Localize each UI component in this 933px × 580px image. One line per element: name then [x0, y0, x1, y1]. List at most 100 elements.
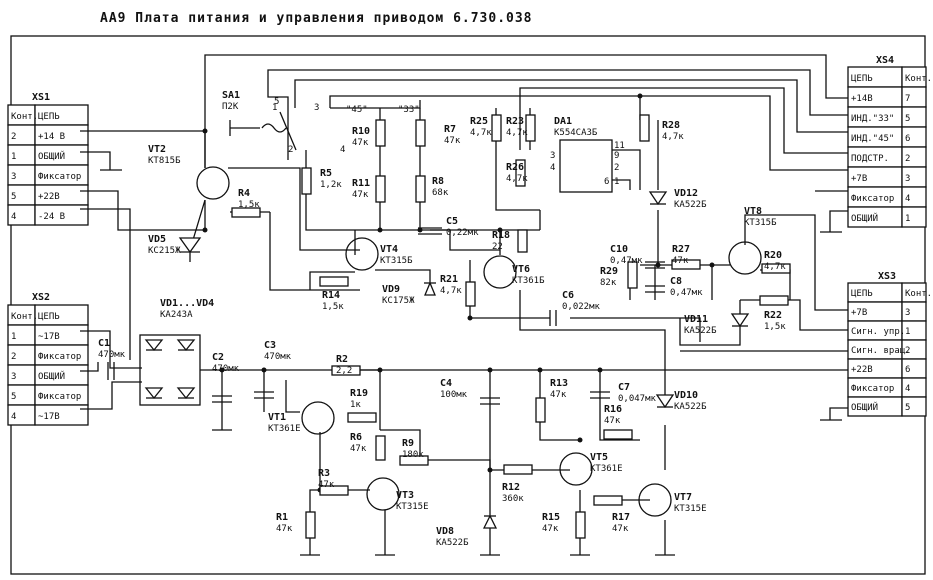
component-value: 47к: [550, 390, 567, 400]
component-value: 47к: [444, 136, 461, 146]
component-value: КТ315Е: [396, 502, 429, 512]
component-r5: R51,2к: [320, 168, 342, 190]
xs1-cell: 3: [11, 172, 16, 182]
component-name: C5: [446, 216, 458, 227]
da1-pin: 2: [614, 163, 619, 173]
wire-r13: [539, 370, 580, 441]
sa1-pin: 4: [340, 145, 345, 155]
wire-m24: [80, 208, 131, 360]
component-name: R1: [276, 512, 288, 523]
wire-r12: [420, 459, 510, 471]
da1-pin: 9: [614, 151, 619, 161]
xs1-cell: +14 В: [38, 132, 65, 142]
xs3-cell: 6: [905, 365, 910, 375]
component-value: КА522Б: [674, 200, 707, 210]
switch-mark-33: "33": [398, 105, 420, 115]
component-value: 4,7к: [470, 128, 492, 138]
wire-vt1-b: [285, 380, 300, 413]
component-name: R15: [542, 512, 560, 523]
component-name: C2: [212, 352, 224, 363]
component-value: 82к: [600, 278, 617, 288]
component-name: VT7: [674, 492, 692, 503]
xs2-cell: ~17В: [38, 332, 60, 342]
xs1-cell: ЦЕПЬ: [38, 112, 60, 122]
component-value: 0,47мк: [610, 256, 643, 266]
component-name: C4: [440, 378, 452, 389]
xs3-cell: +7В: [851, 308, 867, 318]
component-value: 47к: [672, 256, 689, 266]
xs3-cell: Фиксатор: [851, 384, 894, 394]
component-value: 47к: [352, 138, 369, 148]
component-value: КА522Б: [436, 538, 469, 548]
component-name: R25: [470, 116, 488, 127]
xs4-cell: ОБЩИЙ: [851, 212, 878, 224]
xs1-cell: 5: [11, 192, 16, 202]
xs1-cell: 4: [11, 212, 16, 222]
xs1-row: 3 Фиксатор: [7, 164, 89, 186]
xs3-cell: Сигн. вращ.: [851, 346, 911, 356]
component-name: R12: [502, 482, 520, 493]
component-value: 4,7к: [506, 128, 528, 138]
xs1-cell: Фиксатор: [38, 172, 81, 182]
xs2-row: 1~17В: [7, 324, 89, 346]
component-value: 4,7к: [440, 286, 462, 296]
component-value: 47к: [542, 524, 559, 534]
wire-14v: [204, 54, 848, 168]
component-value: КТ815Б: [148, 156, 181, 166]
component-value: 47к: [318, 480, 335, 490]
wire-r25: [495, 108, 540, 211]
sa1-contact: [279, 111, 297, 151]
component-value: 47к: [350, 444, 367, 454]
da1-pin: 6: [604, 177, 609, 187]
component-value: 47к: [604, 416, 621, 426]
xs1-header: Конт.ЦЕПЬ: [7, 104, 89, 126]
xs3-cell: 1: [905, 327, 910, 337]
xs4-row: ПОДСТР.2: [847, 146, 927, 168]
component-value: КТ361Б: [512, 276, 545, 286]
component-name: R17: [612, 512, 630, 523]
component-name: R27: [672, 244, 690, 255]
xs4-cell: 7: [905, 94, 910, 104]
sa1-pin: 5: [274, 97, 279, 107]
sa1-pin: 2: [288, 145, 293, 155]
component-value: 1,2к: [320, 180, 342, 190]
xs3-label: XS3: [878, 271, 896, 282]
component-name: VT6: [512, 264, 530, 275]
xs1-row: 2+14 В: [7, 124, 89, 146]
component-name: VT1: [268, 412, 286, 423]
component-value: 100мк: [440, 390, 468, 400]
component-value: КС215Ж: [148, 246, 181, 256]
capacitor-symbols: [107, 227, 665, 405]
xs4-row: ИНД."33"5: [847, 106, 927, 128]
component-name: C10: [610, 244, 628, 255]
xs2-cell: Фиксатор: [38, 352, 81, 362]
xs3-cell: Конт.: [905, 289, 932, 299]
component-name: R6: [350, 432, 362, 443]
xs4-cell: 6: [905, 134, 910, 144]
xs3-row: Сигн. упр.1: [847, 320, 927, 341]
bridge-frame: [139, 334, 201, 406]
da1-pin: 4: [550, 163, 555, 173]
component-value: 4,7к: [662, 132, 684, 142]
component-value: 4,7к: [506, 174, 528, 184]
xs2-cell: Конт.: [11, 312, 38, 322]
